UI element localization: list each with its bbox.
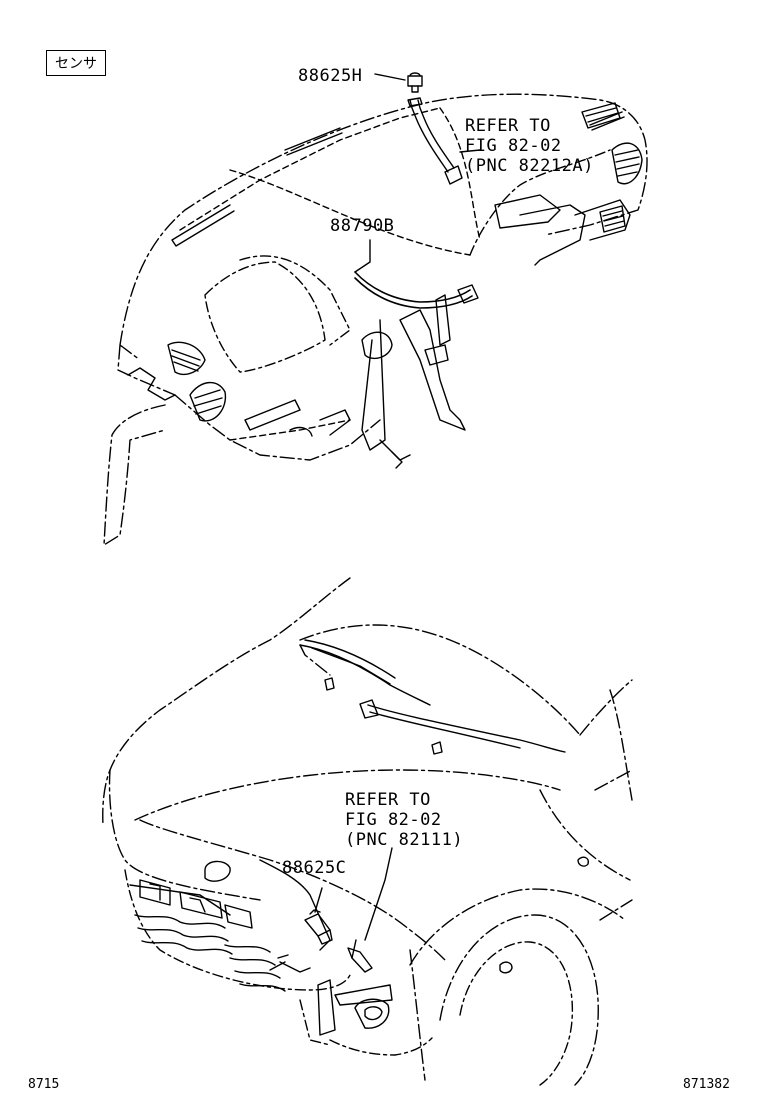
front-fender — [409, 888, 626, 966]
vehicle-body-outline — [102, 577, 633, 826]
lower-left-vent — [189, 381, 227, 422]
vehicle-front-assembly — [102, 577, 633, 1086]
refer-top-line2: FIG 82-02 — [465, 136, 562, 156]
right-console — [469, 149, 611, 256]
wheel — [439, 914, 599, 1086]
footer-right-code: 871382 — [683, 1077, 730, 1092]
harness-tube — [409, 99, 455, 173]
defroster-vent-left — [171, 204, 235, 247]
steering-column — [361, 331, 393, 360]
left-air-vent — [167, 341, 206, 376]
part-label-88790b: 88790B — [330, 216, 395, 236]
wiper-right — [367, 704, 566, 753]
refer-top-line1: REFER TO — [465, 116, 551, 136]
refer-bottom-line1: REFER TO — [345, 790, 431, 810]
refer-bottom-line3: (PNC 82111) — [345, 830, 464, 850]
center-bracket — [399, 309, 466, 431]
headlight — [259, 859, 331, 951]
defroster-vent-mid — [284, 127, 343, 156]
sensor-wire-88790b — [354, 271, 473, 309]
category-tag: センサ — [46, 50, 106, 76]
dashboard-assembly — [103, 72, 648, 546]
right-air-vent — [611, 142, 643, 185]
wheel-hub — [459, 941, 574, 1086]
center-panel — [204, 261, 326, 373]
part-label-88625c: 88625C — [282, 858, 347, 878]
refer-top-line3: (PNC 82212A) — [465, 156, 594, 176]
right-vent-grille — [599, 205, 626, 233]
left-side-panel — [103, 404, 166, 546]
solar-sensor-88625h — [407, 72, 423, 87]
fog-lamp — [354, 998, 390, 1029]
emblem — [204, 860, 231, 882]
refer-bottom-line2: FIG 82-02 — [345, 810, 442, 830]
horn-bracket — [347, 947, 373, 973]
defroster-vent-right — [589, 111, 625, 131]
dashboard-outline — [117, 93, 648, 461]
footer-left-code: 8715 — [28, 1077, 60, 1092]
part-label-88625h: 88625H — [298, 66, 363, 86]
wiper-left — [299, 644, 431, 706]
